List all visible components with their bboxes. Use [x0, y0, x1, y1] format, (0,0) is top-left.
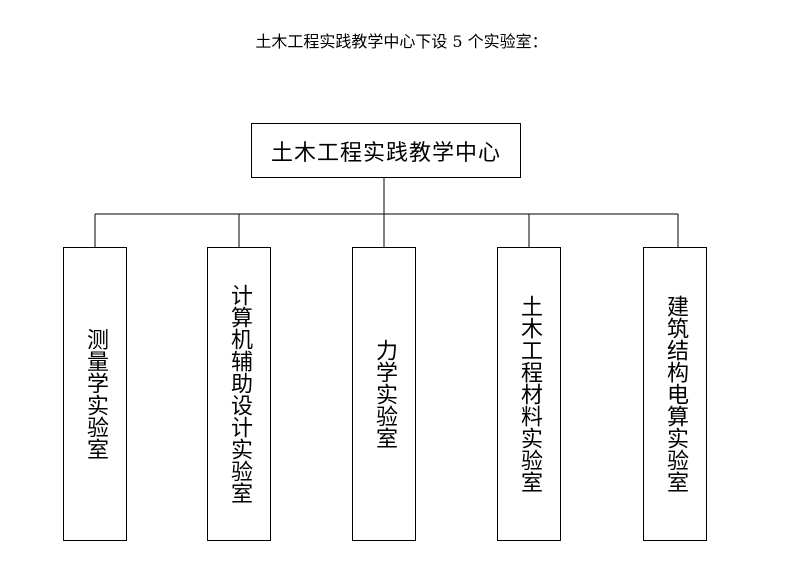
lab-node-mechanics: 力学实验室: [352, 247, 416, 541]
lab-node-label: 建筑结构电算实验室: [663, 295, 688, 493]
lab-node-label: 土木工程材料实验室: [517, 295, 542, 493]
diagram-caption: 土木工程实践教学中心下设 5 个实验室：: [255, 32, 548, 51]
lab-node-cad: 计算机辅助设计实验室: [207, 247, 271, 541]
root-node-label: 土木工程实践教学中心: [270, 140, 501, 166]
lab-node-structural-computing: 建筑结构电算实验室: [643, 247, 707, 541]
root-node: 土木工程实践教学中心: [251, 123, 521, 178]
lab-node-label: 测量学实验室: [83, 328, 108, 460]
lab-node-label: 计算机辅助设计实验室: [227, 284, 252, 504]
lab-node-label: 力学实验室: [372, 339, 397, 449]
lab-node-materials: 土木工程材料实验室: [497, 247, 561, 541]
lab-node-surveying: 测量学实验室: [63, 247, 127, 541]
